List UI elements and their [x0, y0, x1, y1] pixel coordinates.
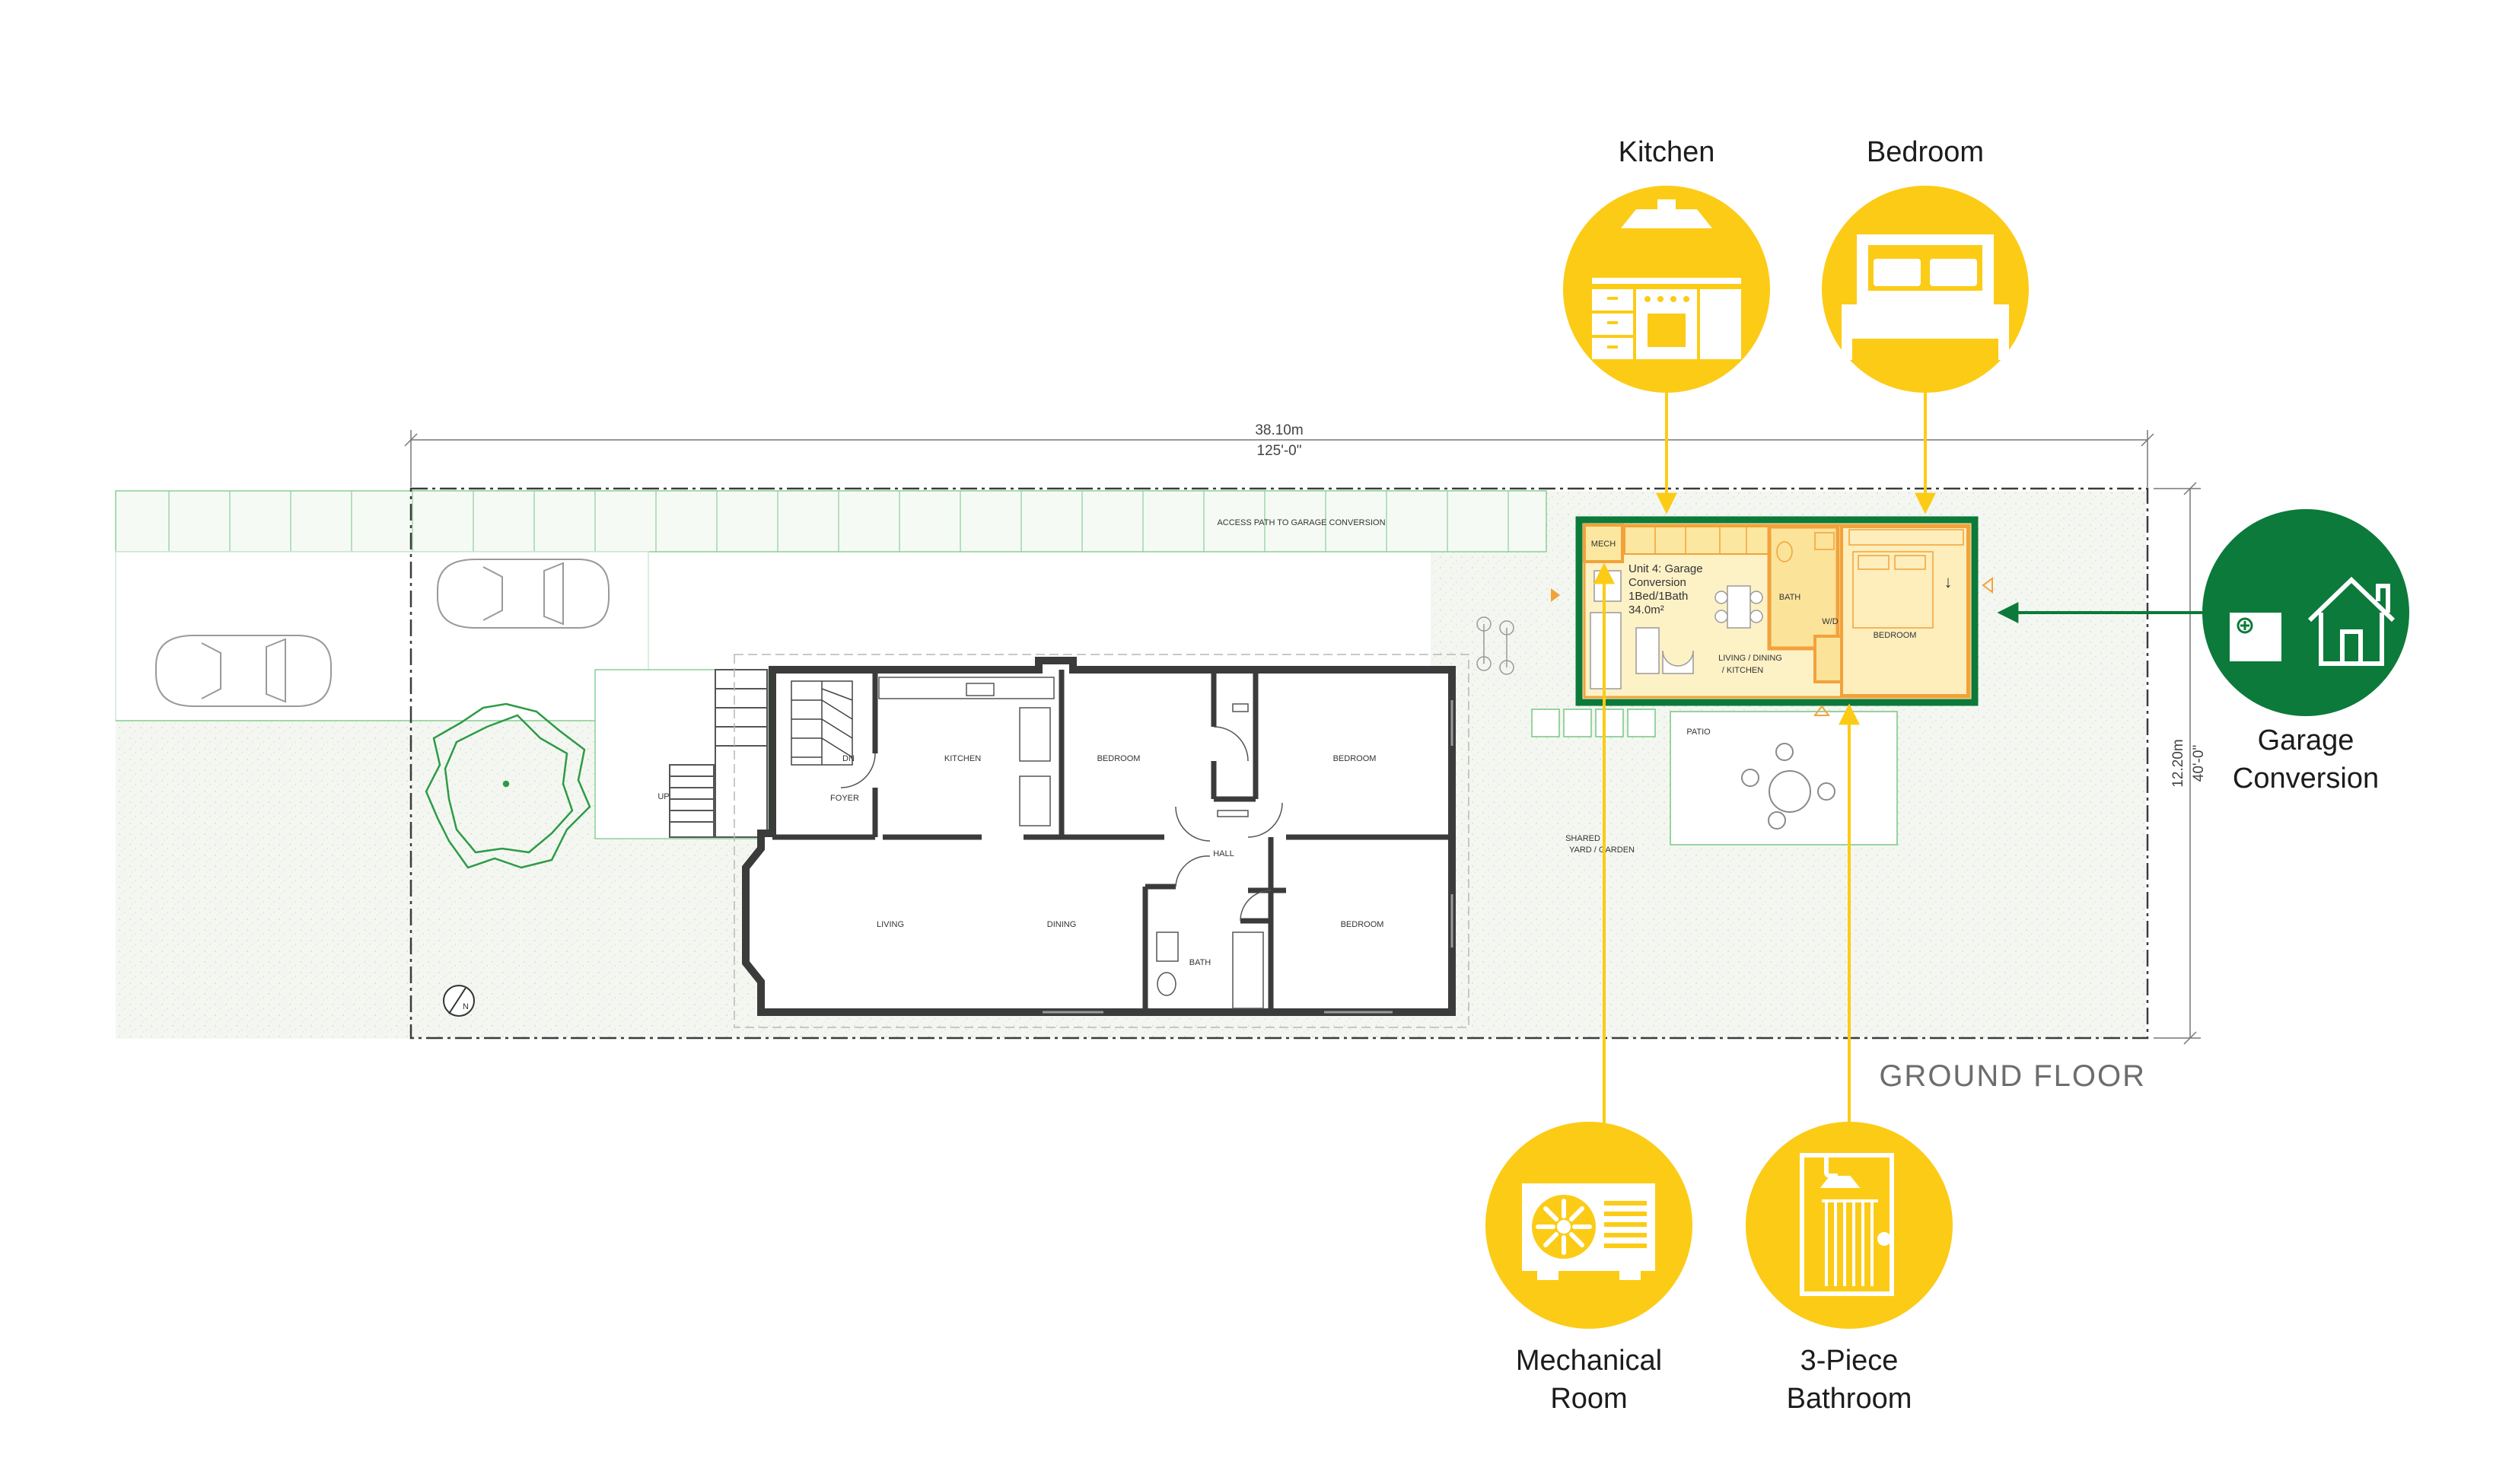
callout-kitchen: Kitchen — [1563, 136, 1770, 393]
dim-depth-imperial: 40'-0" — [2191, 745, 2207, 782]
dimension-lines — [404, 430, 2201, 1045]
heat-pump-icon — [1522, 1183, 1655, 1280]
access-path-label: ACCESS PATH TO GARAGE CONVERSION — [1217, 518, 1385, 527]
svg-text:W/D: W/D — [1822, 617, 1838, 626]
room-bath: BATH — [1189, 958, 1211, 967]
svg-text:Room: Room — [1550, 1383, 1627, 1415]
side-deck — [594, 669, 769, 839]
svg-text:Garage: Garage — [2258, 724, 2354, 756]
north-arrow: N — [443, 985, 475, 1017]
car-2 — [155, 635, 332, 707]
room-foyer: FOYER — [830, 794, 859, 803]
stair-dn-label: DN — [842, 754, 855, 763]
svg-text:Conversion: Conversion — [2233, 763, 2379, 795]
garage-conversion-unit: MECH BATH W/D BEDROOM ↓ — [1551, 516, 1993, 716]
svg-text:Kitchen: Kitchen — [1619, 136, 1715, 168]
unit-title-line2: Conversion — [1629, 576, 1686, 589]
yard-label-line2: YARD / GARDEN — [1569, 845, 1635, 855]
svg-text:BATH: BATH — [1779, 593, 1801, 602]
unit-title-line1: Unit 4: Garage — [1629, 562, 1703, 575]
tree — [425, 702, 591, 869]
room-bedroom-3: BEDROOM — [1341, 920, 1384, 929]
unit-entry-marker-left — [1551, 588, 1560, 602]
callout-leaders — [1593, 392, 2214, 1130]
dim-width-imperial: 125'-0" — [1257, 443, 1302, 459]
callout-bathroom: 3-Piece Bathroom — [1746, 1122, 1953, 1415]
car-1 — [437, 559, 610, 629]
callout-bedroom: Bedroom — [1822, 136, 2029, 393]
shower-icon — [1800, 1153, 1894, 1296]
dim-width-metric: 38.10m — [1255, 422, 1303, 438]
property-line — [409, 487, 2149, 1040]
entry-stairs — [669, 669, 768, 838]
windows — [1043, 700, 1453, 1014]
unit-title-line3: 1Bed/1Bath — [1629, 590, 1688, 603]
svg-text:N: N — [463, 1002, 469, 1011]
yard-label-line1: SHARED — [1565, 834, 1600, 843]
room-hall: HALL — [1213, 849, 1234, 858]
main-bath-fixtures — [1156, 703, 1264, 1009]
callout-garage-conversion: Garage Conversion — [2202, 509, 2409, 795]
room-living: LIVING — [877, 920, 904, 929]
unit-mech-room — [1583, 524, 1624, 563]
svg-text:Bedroom: Bedroom — [1867, 136, 1984, 168]
garage-plan-icon — [2230, 613, 2281, 661]
main-kitchen-fixtures — [878, 677, 1055, 826]
room-bedroom-2: BEDROOM — [1333, 754, 1377, 763]
floor-label: GROUND FLOOR — [1879, 1059, 2146, 1093]
unit-living-label-1: LIVING / DINING — [1718, 654, 1782, 663]
unit-bathroom — [1767, 524, 1840, 651]
house-icon — [2307, 576, 2396, 666]
unit-bedroom — [1840, 525, 1969, 697]
patio: PATIO — [1670, 711, 1898, 845]
svg-text:3-Piece: 3-Piece — [1800, 1345, 1899, 1377]
interior-walls — [772, 670, 1452, 1012]
svg-text:MECH: MECH — [1591, 540, 1616, 549]
unit-bed — [1848, 529, 1964, 629]
unit-living-furniture — [1590, 570, 1763, 689]
svg-text:Bathroom: Bathroom — [1787, 1383, 1912, 1415]
room-bedroom-1: BEDROOM — [1097, 754, 1141, 763]
svg-text:PATIO: PATIO — [1686, 728, 1711, 737]
planters — [1531, 709, 1656, 737]
unit-title-line4: 34.0m² — [1629, 603, 1664, 616]
unit-living-label-2: / KITCHEN — [1722, 666, 1763, 675]
house-footprint-dashed — [734, 654, 1469, 1028]
svg-text:BEDROOM: BEDROOM — [1874, 631, 1917, 640]
stair-up-label: UP — [657, 792, 669, 801]
dim-depth-metric: 12.20m — [2170, 739, 2186, 787]
svg-text:Mechanical: Mechanical — [1516, 1345, 1662, 1377]
callout-mechanical-room: Mechanical Room — [1485, 1122, 1692, 1415]
unit-entry-marker-bottom — [1813, 705, 1830, 716]
bike-rack — [1476, 616, 1514, 675]
door-swings — [840, 726, 1283, 922]
unit-entry-marker-right — [1982, 577, 1993, 594]
main-house: FOYER DN KITCHEN BEDROOM BEDROOM HALL LI… — [734, 654, 1469, 1028]
unit-kitchen-counter — [1624, 526, 1770, 555]
unit-down-arrow: ↓ — [1944, 572, 1953, 591]
access-path: ACCESS PATH TO GARAGE CONVERSION — [115, 490, 1547, 553]
interior-stairs — [791, 680, 853, 766]
room-dining: DINING — [1047, 920, 1077, 929]
room-kitchen: KITCHEN — [944, 754, 981, 763]
